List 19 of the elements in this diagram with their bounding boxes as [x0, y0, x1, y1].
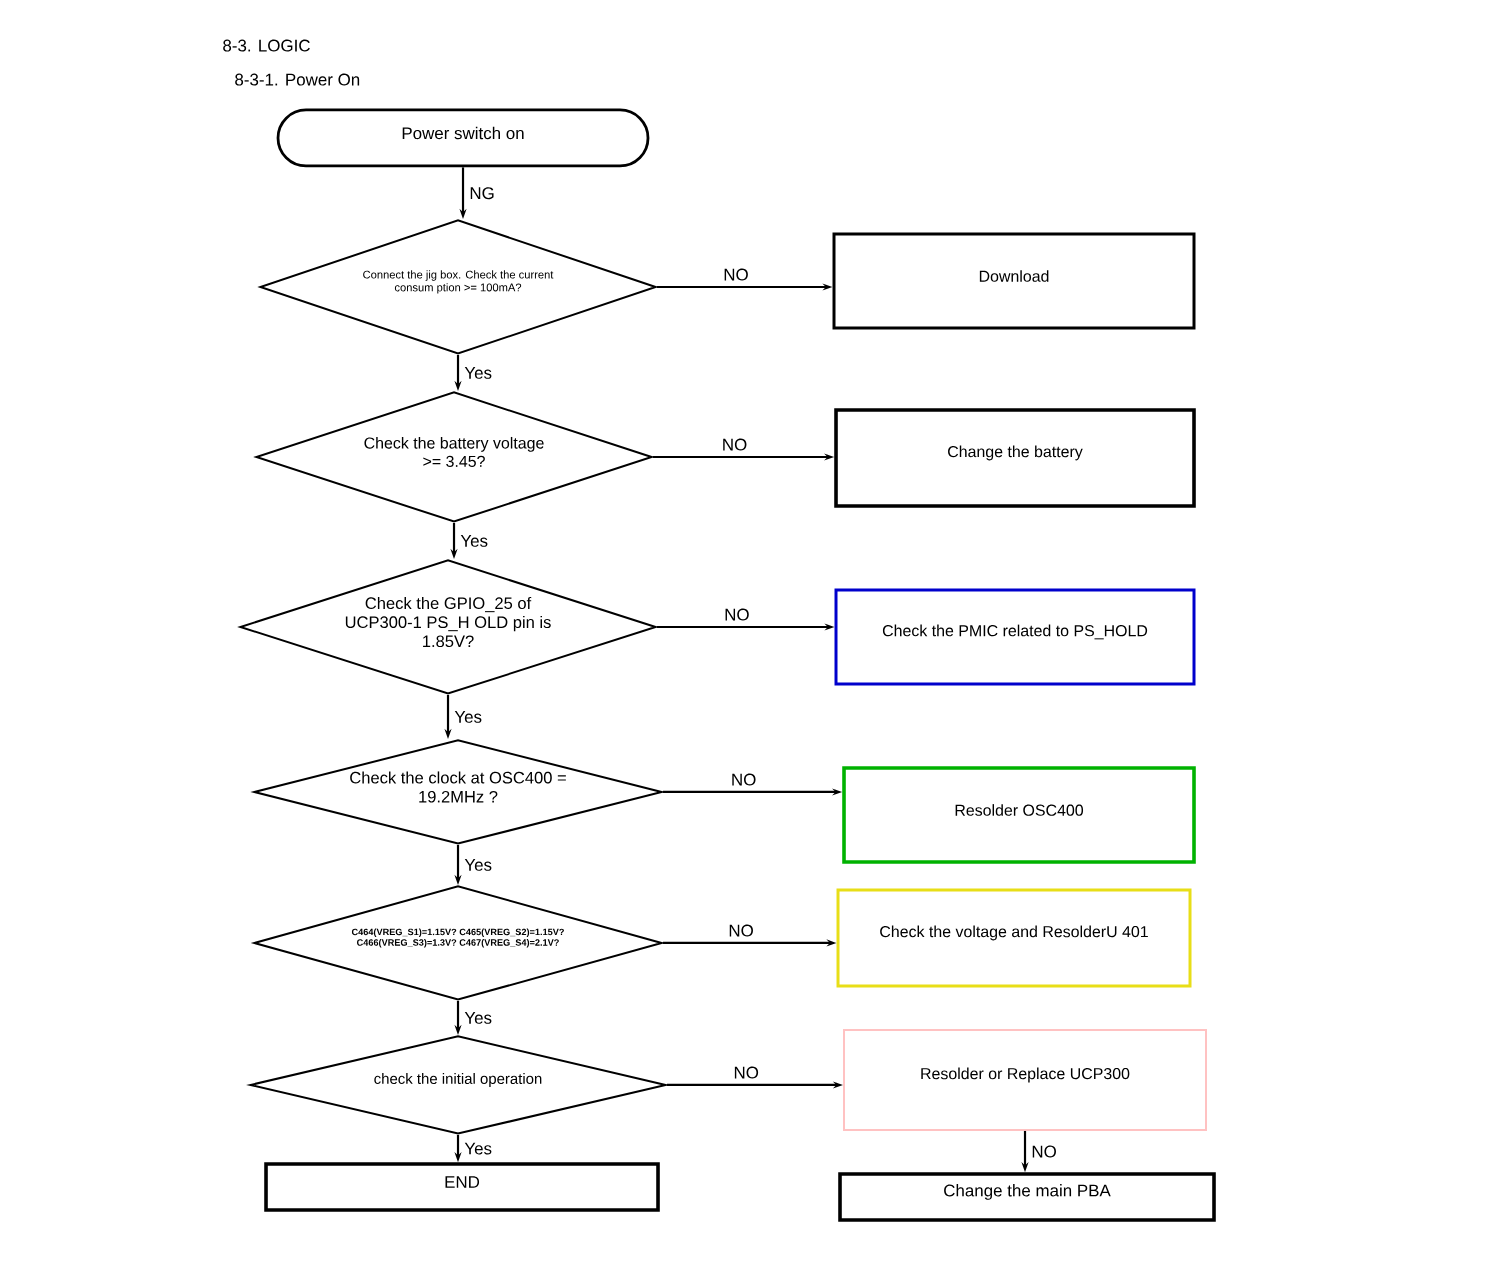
edge-label: Yes [462, 1140, 494, 1157]
edge-label: NO [722, 606, 752, 623]
edge-label: NO [726, 922, 756, 939]
heading: 8-3. LOGIC [223, 39, 310, 52]
start-terminator: Power switch on [276, 108, 650, 168]
subheading: 8-3-1. Power On [235, 73, 360, 86]
edge-label: NO [1029, 1143, 1059, 1160]
edge-label: Yes [462, 857, 494, 873]
edge-label: NO [721, 266, 751, 283]
edge-label: NO [731, 1064, 761, 1081]
edge-label: NG [467, 185, 497, 202]
edge-label: Yes [462, 1010, 494, 1026]
process-box: Change the main PBA [838, 1172, 1216, 1222]
edge-label: Yes [458, 533, 490, 549]
process-box: END [264, 1162, 660, 1212]
edge-label: Yes [452, 709, 484, 725]
edge-label: NO [719, 436, 750, 453]
edge-label: NO [728, 771, 759, 788]
edge-label: Yes [462, 365, 494, 381]
